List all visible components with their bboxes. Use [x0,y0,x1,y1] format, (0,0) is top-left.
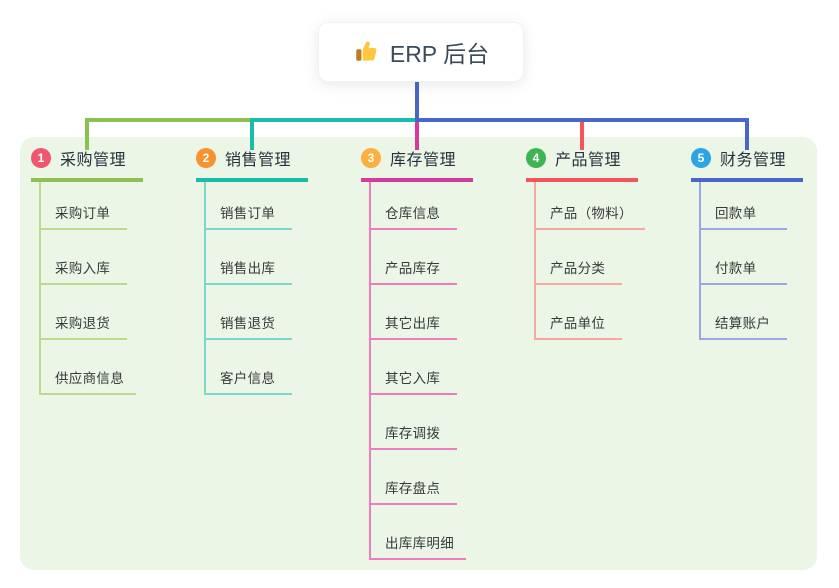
root-drop-line [415,82,419,120]
branch-item-label: 销售出库 [220,261,276,276]
branch-item[interactable]: 仓库信息 [371,182,457,230]
root-title: ERP 后台 [389,41,490,67]
branch-item[interactable]: 采购入库 [41,230,127,285]
branch-label: 财务管理 [720,152,787,169]
branch-items: 仓库信息 产品库存 其它出库 其它入库 库存调拨 库存盘点 出库库明细 [369,182,466,560]
branch-item-label: 产品单位 [550,316,606,331]
branch-drop-line [745,120,749,150]
branch-item-label: 采购退货 [55,316,111,331]
branch-item-label: 其它入库 [385,371,441,386]
branch-item[interactable]: 回款单 [701,182,787,230]
branch-item[interactable]: 销售订单 [206,182,292,230]
branch-item-label: 采购入库 [55,261,111,276]
branch-item[interactable]: 产品（物料） [536,182,645,230]
bus-segment [250,118,415,122]
branch-item-label: 付款单 [715,261,757,276]
branch-label: 销售管理 [225,152,292,169]
branch-item[interactable]: 产品分类 [536,230,622,285]
bus-segment [85,118,252,122]
branch-number-badge: 4 [526,148,546,168]
branch: 3 库存管理 仓库信息 产品库存 其它出库 其它入库 库存调拨 库存盘点 出库库… [361,146,473,560]
branch-item[interactable]: 供应商信息 [41,340,136,395]
bus-segment [415,118,749,122]
branch: 1 采购管理 采购订单 采购入库 采购退货 供应商信息 [31,146,143,395]
branch-item[interactable]: 客户信息 [206,340,292,395]
branch-item-label: 出库库明细 [385,536,454,551]
branch-item-label: 销售订单 [220,206,276,221]
branch-number-badge: 3 [361,148,381,168]
branch-item[interactable]: 其它入库 [371,340,457,395]
branch-item-label: 采购订单 [55,206,111,221]
branch-drop-line [85,120,89,150]
branch-item-label: 供应商信息 [55,371,124,386]
branch-item[interactable]: 付款单 [701,230,787,285]
branch-item[interactable]: 销售出库 [206,230,292,285]
branch-label: 采购管理 [60,152,127,169]
branch-number-badge: 5 [691,148,711,168]
branch-drop-line [415,120,419,150]
branch-number-badge: 2 [196,148,216,168]
branch-item-label: 回款单 [715,206,757,221]
branch-item[interactable]: 产品单位 [536,285,622,340]
branch-item[interactable]: 库存盘点 [371,450,457,505]
branch-header[interactable]: 3 库存管理 [361,146,473,182]
branch-item[interactable]: 产品库存 [371,230,457,285]
branch-item-label: 结算账户 [715,316,771,331]
branch-item[interactable]: 出库库明细 [371,505,466,560]
branch-item[interactable]: 其它出库 [371,285,457,340]
branch-item-label: 产品库存 [385,261,441,276]
branch-items: 回款单 付款单 结算账户 [699,182,787,340]
branch-item[interactable]: 采购退货 [41,285,127,340]
branch-item-label: 产品（物料） [550,206,633,221]
branch: 2 销售管理 销售订单 销售出库 销售退货 客户信息 [196,146,308,395]
branch-header[interactable]: 4 产品管理 [526,146,638,182]
branch: 4 产品管理 产品（物料） 产品分类 产品单位 [526,146,645,340]
branch-item-label: 客户信息 [220,371,276,386]
branch-label: 产品管理 [555,152,622,169]
branch-header[interactable]: 1 采购管理 [31,146,143,182]
branch-item-label: 其它出库 [385,316,441,331]
branch-items: 采购订单 采购入库 采购退货 供应商信息 [39,182,136,395]
branch-item-label: 仓库信息 [385,206,441,221]
branch-item-label: 销售退货 [220,316,276,331]
branch-item-label: 库存盘点 [385,481,441,496]
branch-label: 库存管理 [390,152,457,169]
branch-header[interactable]: 2 销售管理 [196,146,308,182]
branch-item[interactable]: 结算账户 [701,285,787,340]
branch-items: 产品（物料） 产品分类 产品单位 [534,182,645,340]
branch-item[interactable]: 销售退货 [206,285,292,340]
branch-drop-line [250,120,254,150]
branch-item-label: 产品分类 [550,261,606,276]
branch-item[interactable]: 采购订单 [41,182,127,230]
branch: 5 财务管理 回款单 付款单 结算账户 [691,146,803,340]
branch-items: 销售订单 销售出库 销售退货 客户信息 [204,182,292,395]
branch-item[interactable]: 库存调拨 [371,395,457,450]
root-node[interactable]: ERP 后台 [318,22,524,82]
branch-item-label: 库存调拨 [385,426,441,441]
branch-drop-line [580,120,584,150]
branch-number-badge: 1 [31,148,51,168]
thumbs-up-icon [353,39,379,65]
branches-panel [20,137,817,570]
branch-header[interactable]: 5 财务管理 [691,146,803,182]
